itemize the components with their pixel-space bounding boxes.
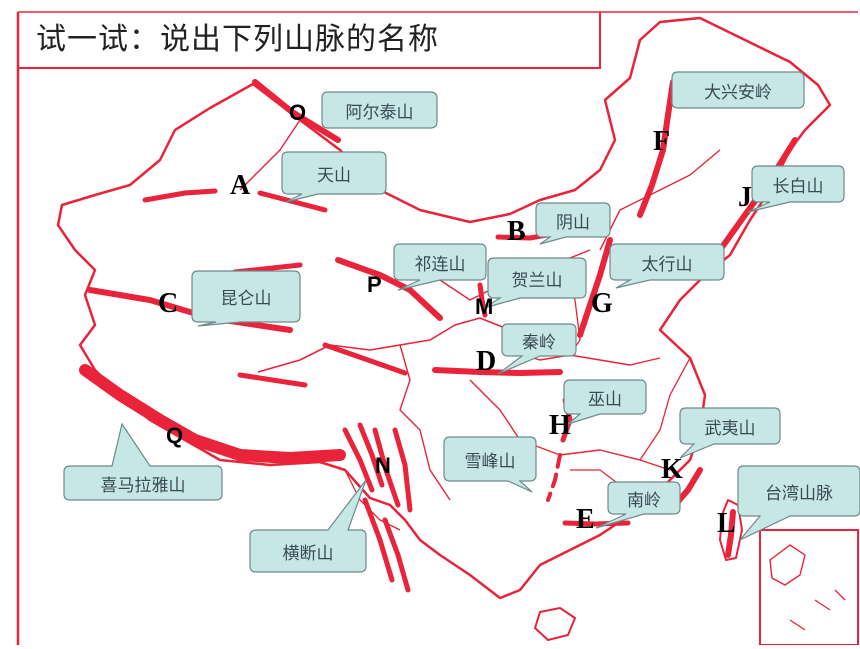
map-letter-o: O — [289, 100, 307, 125]
map-letter-l: L — [717, 508, 736, 539]
qilian-range — [335, 257, 443, 321]
xuefeng-range — [546, 453, 562, 502]
taiwan-range — [725, 509, 736, 558]
callout-wuyi-shape — [679, 407, 781, 459]
map-letter-m: M — [475, 294, 494, 319]
altai-range — [252, 79, 341, 143]
callout-taiwan-shape — [737, 465, 860, 541]
mountain-ranges — [79, 79, 798, 593]
nanling-range — [562, 520, 631, 527]
callout-wushan-shape — [563, 379, 647, 425]
frame — [16, 11, 858, 645]
callout-hengduan-shape — [249, 479, 367, 573]
hengduan-range-6 — [382, 517, 411, 593]
map-letter-b: B — [507, 216, 526, 247]
map-letter-n: N — [375, 453, 391, 478]
map-letter-q: Q — [166, 423, 184, 448]
page-title: 试一试：说出下列山脉的名称 — [36, 22, 439, 57]
callout-xuefeng-shape — [443, 436, 537, 493]
himalaya-range — [79, 364, 346, 465]
bayan-range — [237, 372, 308, 388]
map-letter-c: C — [158, 288, 179, 319]
tianshan-range-east — [257, 190, 328, 213]
map-letter-d: D — [476, 346, 497, 377]
callout-helan-shape — [483, 257, 587, 309]
map-letter-f: F — [653, 126, 671, 157]
callout-tianshan-shape — [281, 151, 387, 203]
callout-altai-shape — [321, 91, 438, 129]
map-letter-a: A — [230, 170, 251, 201]
callout-nanling-shape — [595, 481, 681, 529]
hengduan-range-1 — [342, 427, 375, 493]
callout-yinshan-shape — [535, 202, 611, 245]
callout-qilian-shape — [393, 243, 487, 291]
qinghai-short-range — [322, 342, 408, 376]
helan-range — [477, 282, 488, 318]
map-letter-k: K — [661, 454, 683, 485]
callout-taihang-shape — [609, 243, 725, 289]
callout-himalaya-shape — [63, 422, 223, 501]
hengduan-range-3 — [372, 427, 401, 508]
map-letter-j: J — [738, 182, 752, 213]
hengduan-range-4 — [392, 427, 413, 513]
qinling-range — [432, 367, 563, 377]
callout-shapes — [63, 71, 860, 573]
callout-daxinganling-shape — [671, 71, 805, 109]
map-letter-h: H — [549, 410, 571, 441]
map-letter-e: E — [576, 504, 595, 535]
daxinganling-range — [637, 79, 676, 218]
callout-qinling-shape — [497, 323, 577, 375]
country-outline — [56, 16, 832, 641]
kunlun-range — [87, 287, 293, 333]
south-china-sea-inset — [759, 529, 859, 646]
hengduan-range-2 — [357, 422, 385, 488]
map-letter-g: G — [591, 288, 613, 319]
callout-changbai-shape — [747, 165, 845, 213]
tianshan-range-west — [142, 188, 218, 203]
callout-kunlun-shape — [191, 270, 301, 327]
taihang-range — [577, 237, 613, 338]
hengduan-range-5 — [362, 497, 395, 583]
map-letter-p: P — [367, 272, 382, 297]
